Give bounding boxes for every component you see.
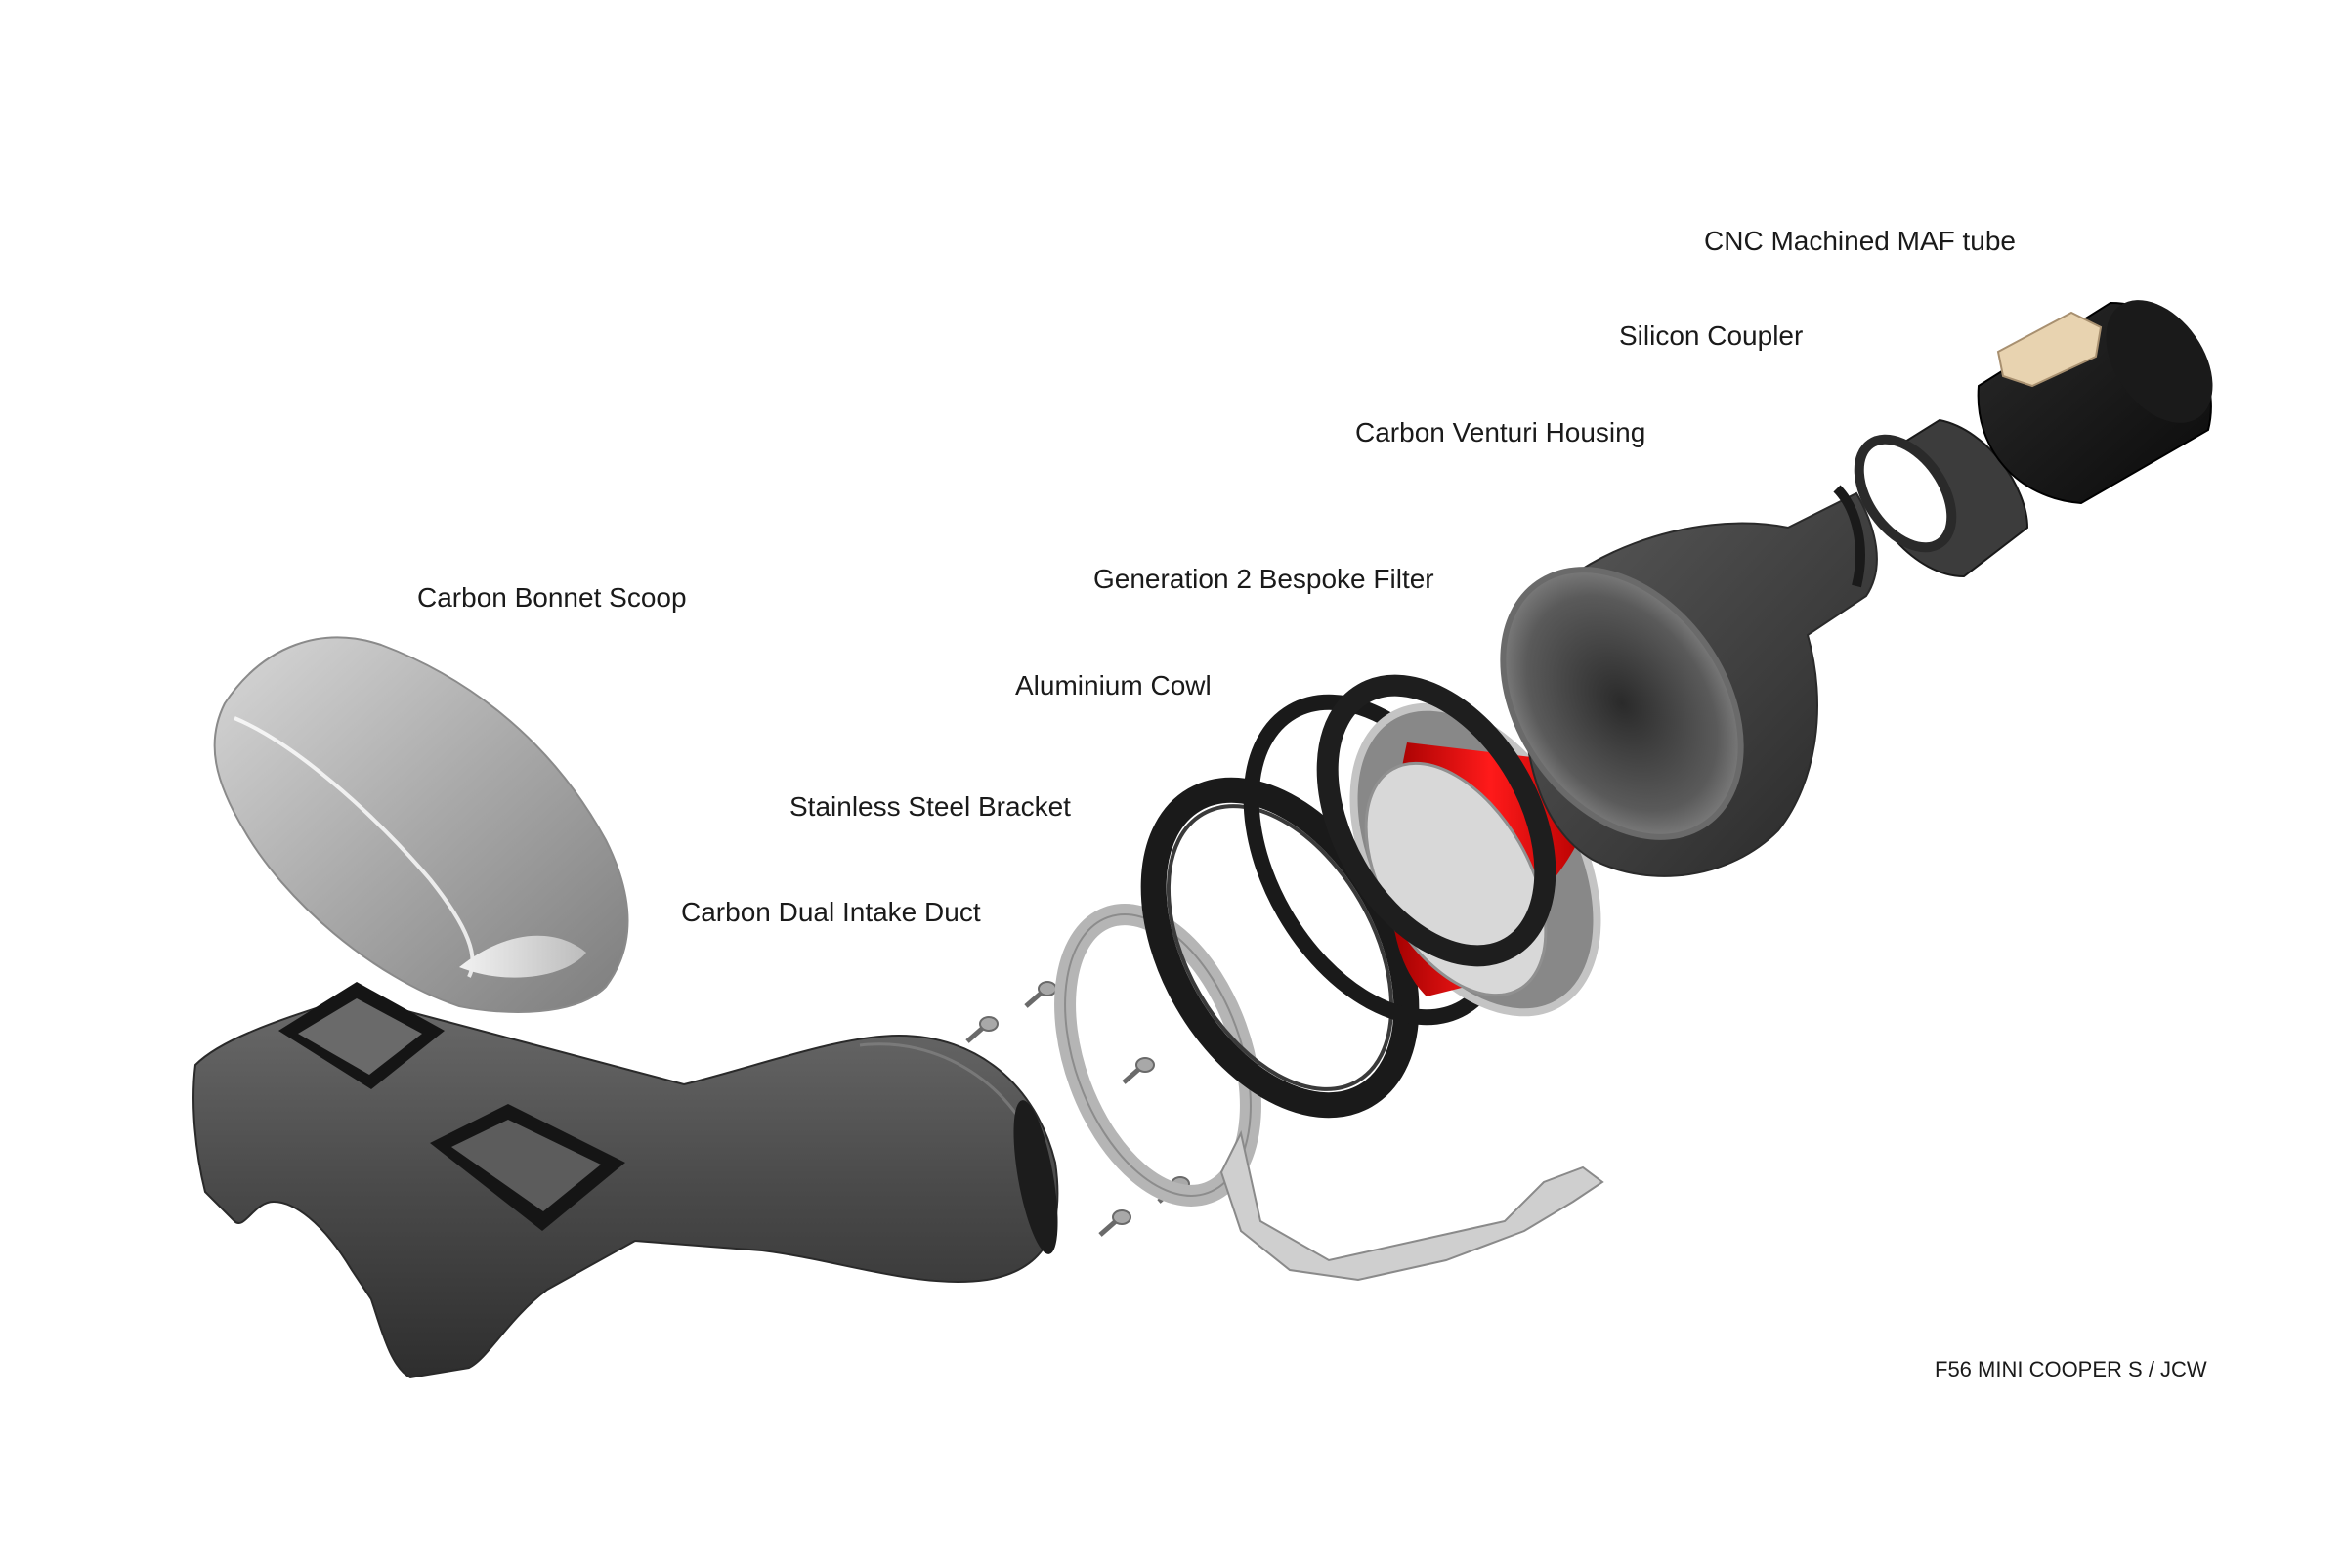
silicon-coupler-label: Silicon Coupler — [1619, 320, 1804, 351]
intake-duct-part — [192, 982, 1059, 1379]
bracket-label: Stainless Steel Bracket — [789, 791, 1071, 822]
venturi-housing-part — [1500, 485, 1878, 877]
duct-port-right — [430, 1104, 625, 1231]
duct-port-left — [278, 982, 445, 1089]
intake-duct-label: Carbon Dual Intake Duct — [681, 897, 981, 927]
cowl-label: Aluminium Cowl — [1015, 670, 1212, 700]
filter-label: Generation 2 Bespoke Filter — [1093, 564, 1434, 594]
bracket-part — [1054, 904, 1604, 1282]
maf-tube-part — [1977, 300, 2213, 505]
screw — [965, 1016, 999, 1043]
silicon-coupler-part — [1854, 418, 2029, 578]
venturi-housing-label: Carbon Venturi Housing — [1355, 417, 1646, 447]
maf-tube-label: CNC Machined MAF tube — [1704, 226, 2017, 256]
screw — [1122, 1057, 1155, 1084]
bonnet-scoop-label: Carbon Bonnet Scoop — [417, 582, 687, 613]
model-caption: F56 MINI COOPER S / JCW — [1935, 1357, 2207, 1381]
screw — [1024, 981, 1057, 1008]
bonnet-scoop-part — [213, 636, 629, 1013]
screw — [1098, 1209, 1131, 1237]
